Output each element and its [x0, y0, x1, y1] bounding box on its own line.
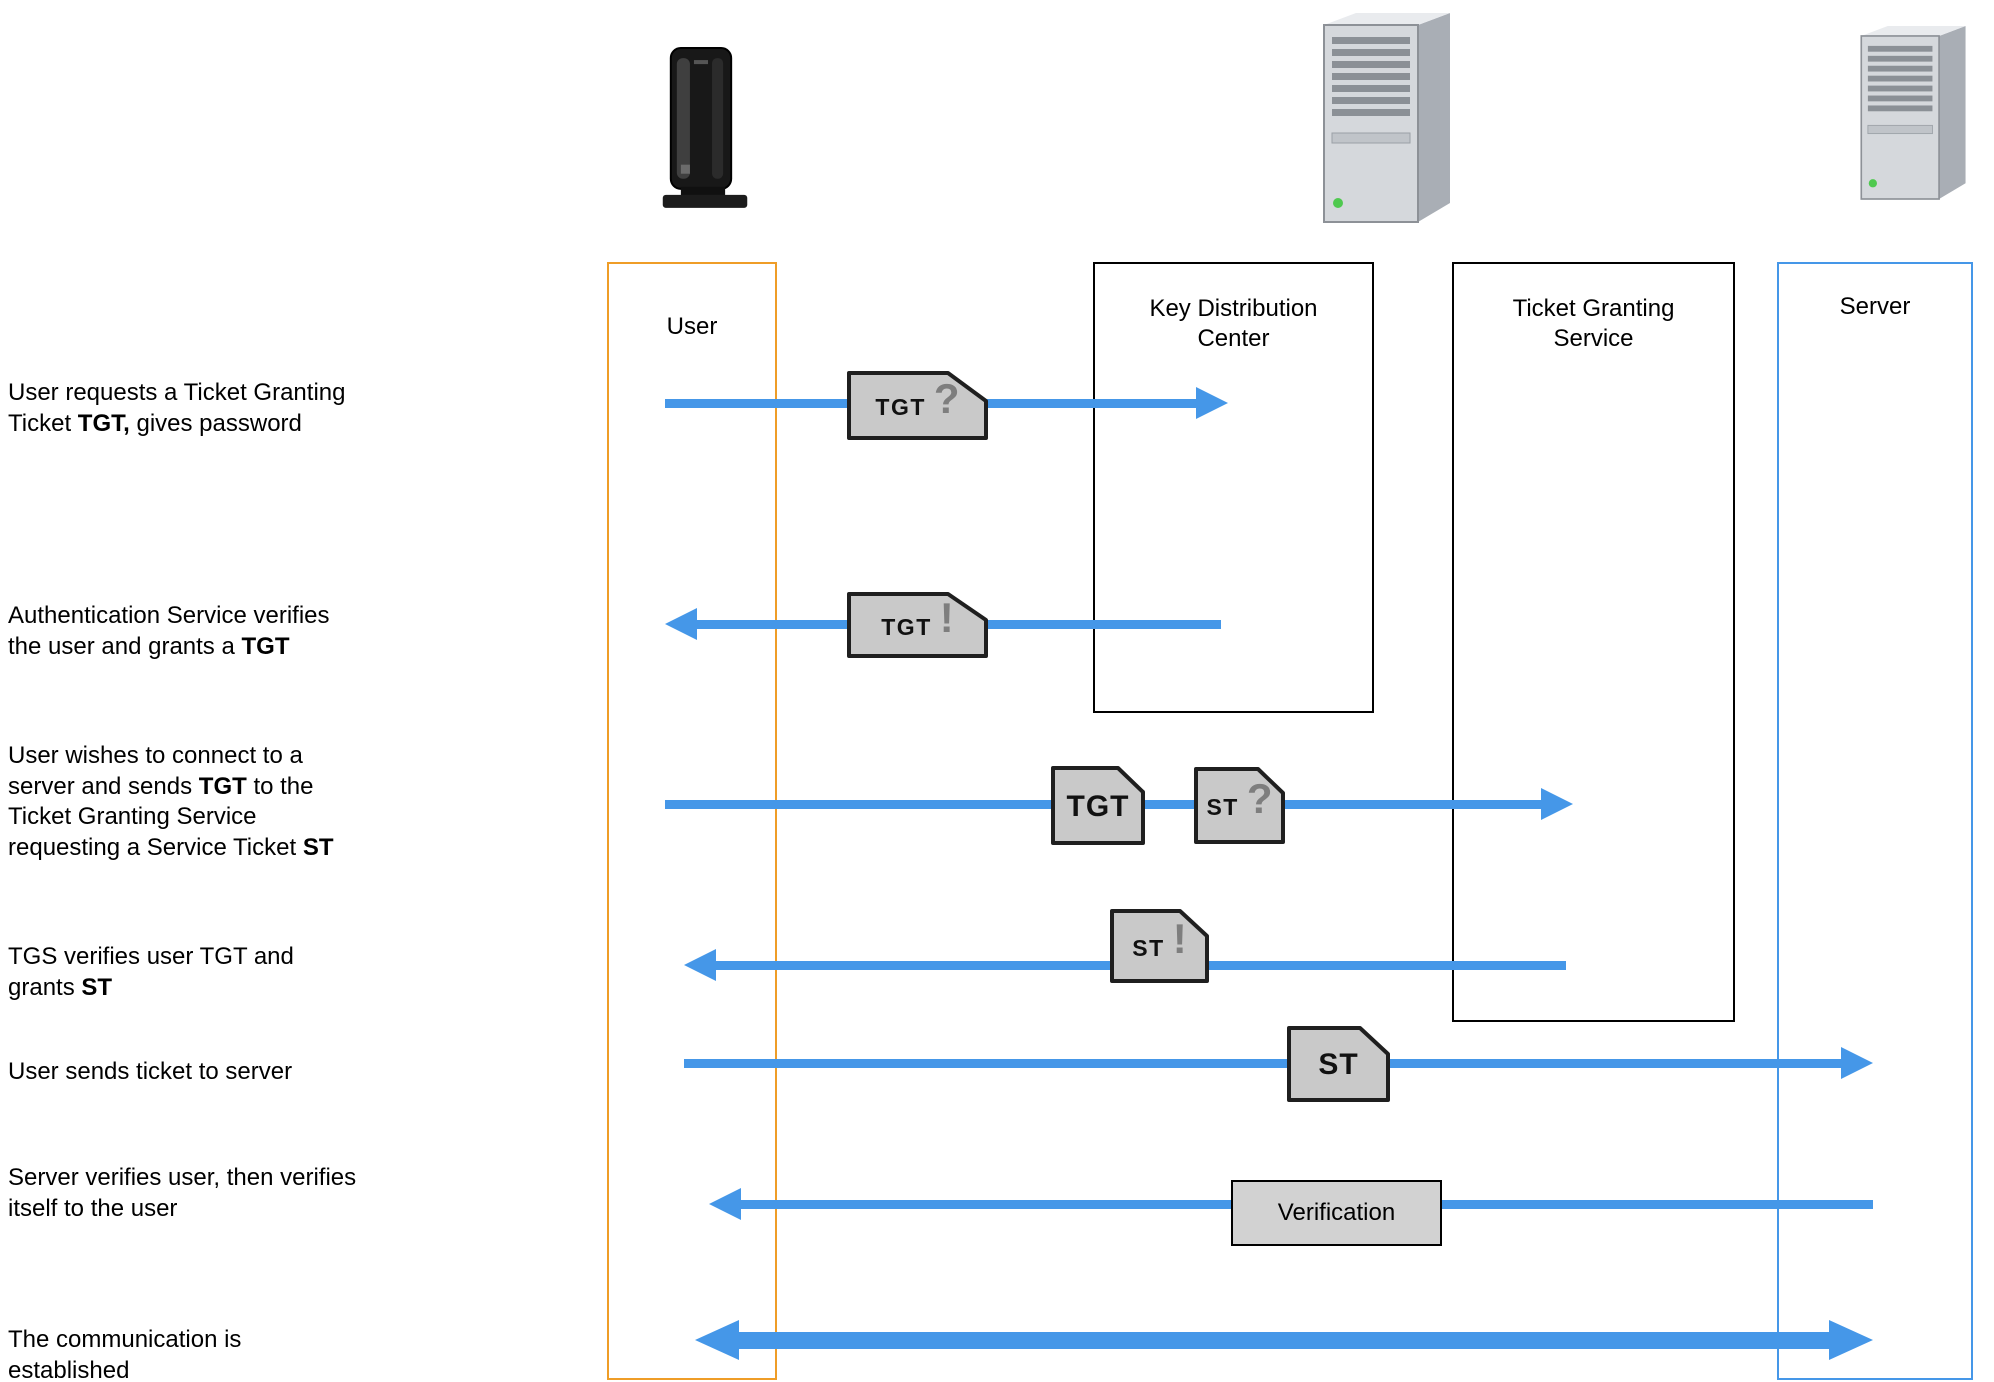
ticket-tgt: TGT	[1048, 762, 1148, 849]
verification-label: Verification	[1277, 1199, 1396, 1226]
question-mark: ?	[1246, 774, 1273, 822]
ticket-label: TGT	[1066, 789, 1130, 823]
ticket-st-granted: ST !	[1107, 905, 1212, 987]
ticket-label: ST	[1206, 794, 1239, 820]
verification-box: Verification	[1231, 1180, 1442, 1246]
ticket-tgt-granted: TGT !	[844, 588, 991, 662]
exclamation-mark: !	[939, 594, 954, 641]
lane-user: User	[607, 262, 777, 1380]
lane-server: Server	[1777, 262, 1973, 1380]
lane-tgs-label: Ticket Granting Service	[1512, 295, 1675, 352]
lane-key-distribution-center: Key Distribution Center	[1093, 262, 1374, 713]
ticket-st: ST	[1284, 1022, 1393, 1106]
ticket-st-request: ST ?	[1191, 763, 1288, 848]
step-5-description: User sends ticket to server	[8, 1058, 293, 1085]
step-6-description: Server verifies user, then verifies itse…	[8, 1164, 357, 1222]
ticket-label: ST	[1318, 1048, 1359, 1081]
lane-user-label: User	[666, 313, 718, 340]
step-7-description: The communication is established	[8, 1326, 242, 1382]
exclamation-mark: !	[1172, 915, 1187, 962]
step-4-description: TGS verifies user TGT and grants ST	[8, 943, 294, 1001]
client-computer-icon	[650, 46, 757, 222]
step-3-description: User wishes to connect to a server and s…	[8, 742, 334, 862]
kdc-server-tower-icon	[1314, 6, 1459, 235]
question-mark: ?	[933, 374, 960, 422]
lane-kdc-label: Key Distribution Center	[1149, 295, 1318, 352]
lane-server-label: Server	[1839, 293, 1911, 320]
server-tower-icon	[1853, 6, 1973, 224]
ticket-label: TGT	[881, 613, 932, 640]
ticket-tgt-request: TGT ?	[844, 367, 991, 444]
lane-ticket-granting-service: Ticket Granting Service	[1452, 262, 1735, 1022]
step-2-description: Authentication Service verifies the user…	[8, 602, 330, 660]
ticket-label: TGT	[875, 394, 926, 420]
ticket-label: ST	[1132, 934, 1165, 961]
step-1-description: User requests a Ticket Granting Ticket T…	[8, 379, 346, 437]
